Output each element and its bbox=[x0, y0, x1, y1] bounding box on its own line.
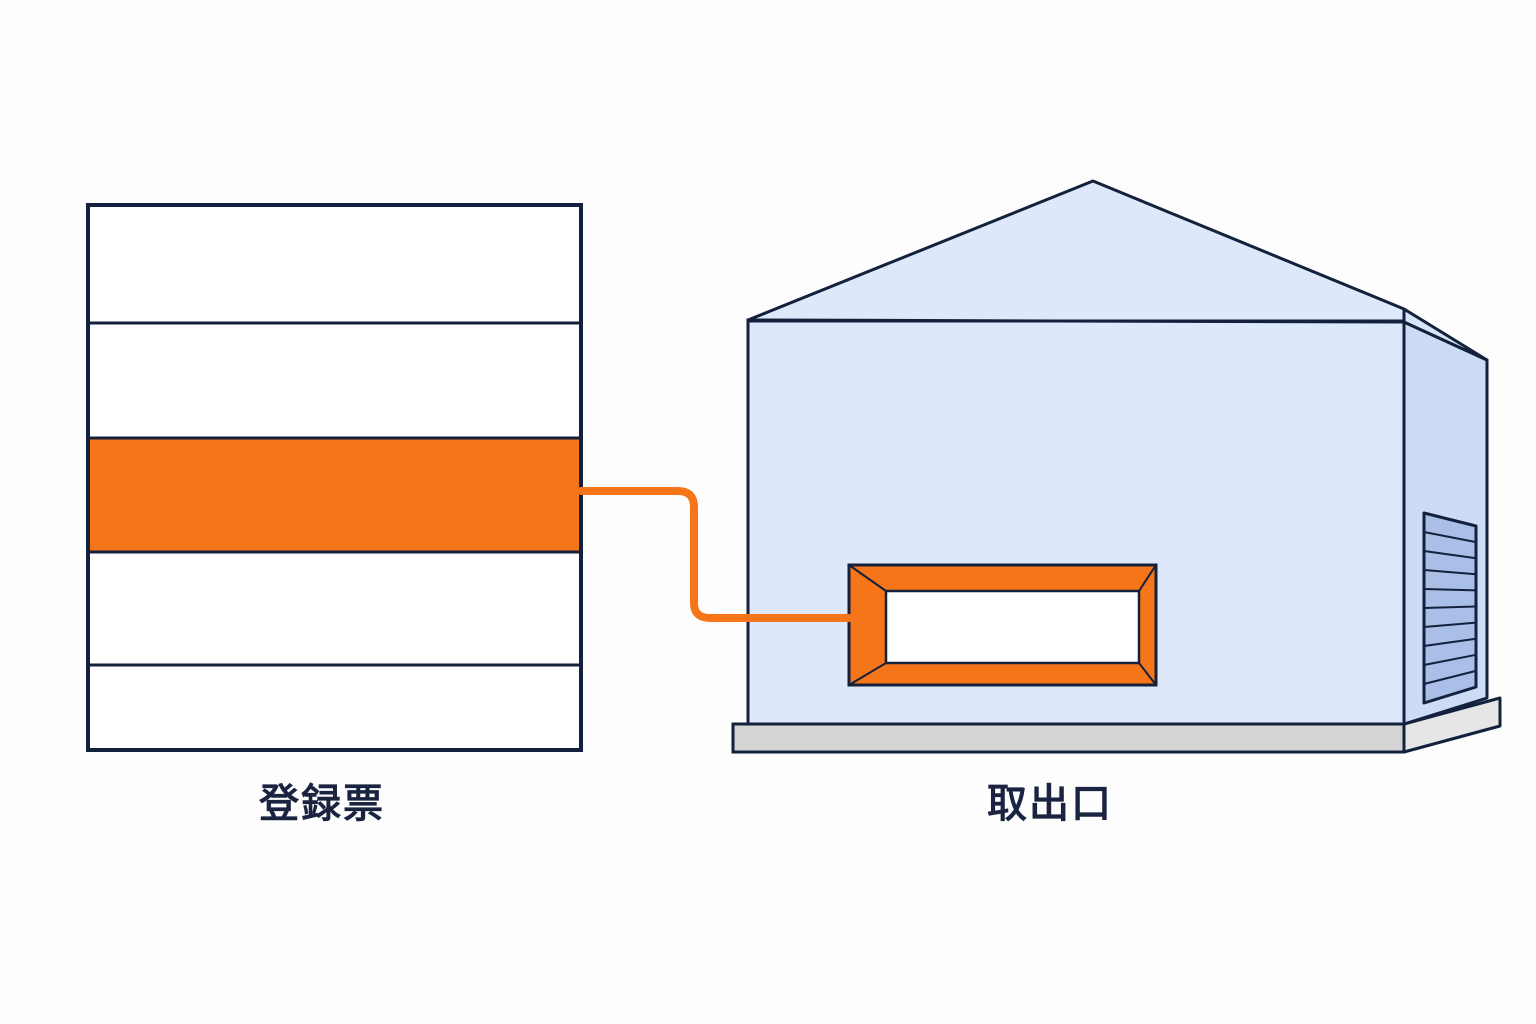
form-row-highlighted bbox=[88, 438, 581, 552]
shutter-slat bbox=[1423, 621, 1477, 628]
shutter-slat bbox=[1423, 550, 1477, 560]
building-gable bbox=[746, 179, 1406, 324]
exit-window bbox=[884, 589, 1141, 665]
exit-frame-bevel bbox=[1138, 662, 1157, 686]
shutter-door bbox=[1422, 511, 1478, 705]
exit-frame-bevel bbox=[848, 662, 887, 686]
registration-form bbox=[86, 203, 583, 752]
form-outline bbox=[86, 203, 583, 752]
form-row-5 bbox=[88, 665, 581, 750]
shutter-slat bbox=[1423, 588, 1477, 592]
shutter-slat bbox=[1423, 531, 1477, 544]
exit-frame-bevel bbox=[848, 564, 887, 592]
shutter-slat bbox=[1423, 653, 1477, 666]
form-row-2 bbox=[88, 323, 581, 438]
exit-label: 取出口 bbox=[987, 781, 1113, 827]
warehouse-building bbox=[731, 179, 1502, 754]
form-row-1 bbox=[88, 205, 581, 323]
registration-form-label: 登録票 bbox=[259, 781, 385, 827]
exit-frame-bevel bbox=[1138, 564, 1157, 592]
connector-line bbox=[577, 487, 853, 622]
shutter-slat bbox=[1423, 637, 1477, 647]
building-base bbox=[731, 722, 1406, 754]
exit-opening bbox=[847, 563, 1158, 687]
shutter-slat bbox=[1423, 669, 1477, 685]
shutter-slat bbox=[1423, 569, 1477, 576]
shutter-slat bbox=[1423, 605, 1477, 609]
form-row-4 bbox=[88, 552, 581, 665]
shutter-slats bbox=[1423, 531, 1477, 685]
